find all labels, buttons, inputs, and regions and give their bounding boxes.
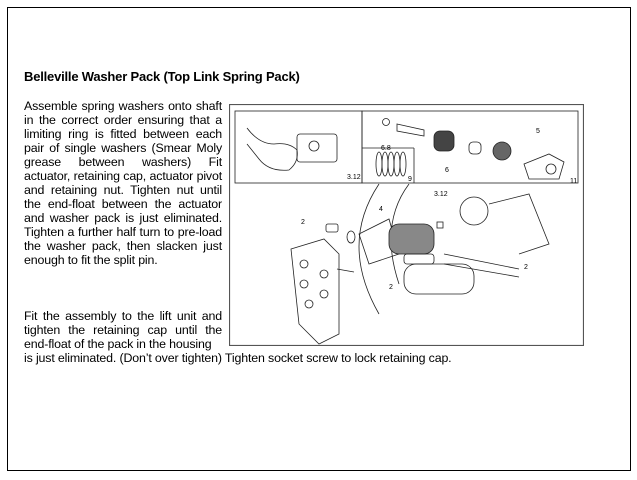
label-11: 11: [570, 178, 577, 185]
label-9: 9: [408, 176, 412, 183]
instruction-paragraph-2: Fit the assembly to the lift unit and ti…: [24, 309, 222, 351]
assembly-diagram: 3.12 6.8 9 6 5 11 3.12 4 2 2 2: [228, 103, 585, 347]
bracket-sketch: [290, 238, 340, 345]
instruction-paragraph-2-end: is just eliminated. (Don’t over tighten)…: [24, 351, 452, 365]
section-title: Belleville Washer Pack (Top Link Spring …: [24, 69, 300, 84]
hand-sketch: [246, 127, 298, 171]
label-5: 5: [536, 128, 540, 135]
label-2a: 2: [301, 219, 305, 226]
label-main-3-12: 3.12: [434, 191, 448, 198]
page-frame: [7, 7, 631, 471]
label-2b: 2: [389, 284, 393, 291]
washer-stack-icon: [375, 151, 407, 177]
label-6: 6: [445, 167, 449, 174]
label-6-8: 6.8: [381, 145, 391, 152]
instruction-paragraph-1: Assemble spring washers onto shaft in th…: [24, 99, 222, 267]
label-4: 4: [379, 206, 383, 213]
label-2c: 2: [524, 264, 528, 271]
label-inset-hand: 3.12: [347, 174, 361, 181]
